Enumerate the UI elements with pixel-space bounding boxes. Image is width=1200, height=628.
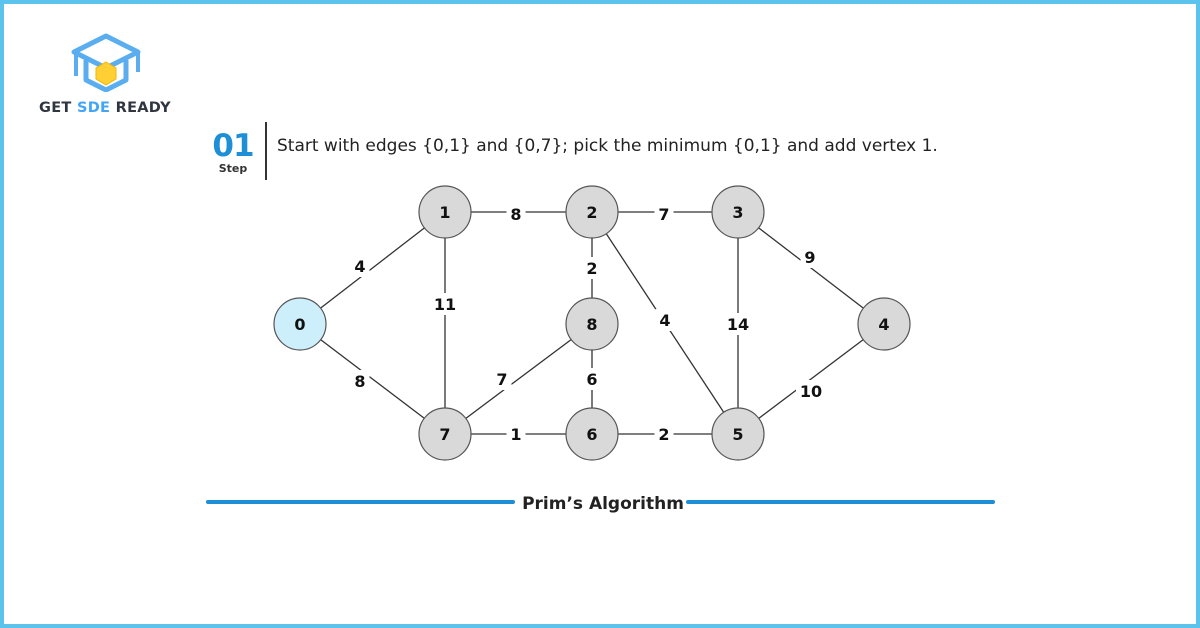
edge-7-8: [444, 323, 593, 435]
edge-weight-7-8: 7: [496, 370, 507, 389]
node-0: [273, 297, 327, 351]
edge-label-bg-1-2: [506, 203, 526, 225]
edge-label-bg-2-5: [655, 309, 675, 331]
edge-label-bg-0-7: [350, 370, 370, 392]
node-7: [418, 407, 472, 461]
node-2: [565, 185, 619, 239]
brand-name-part2: READY: [110, 100, 171, 116]
edge-weight-3-4: 9: [804, 248, 815, 267]
node-label-1: 1: [439, 203, 450, 222]
edge-label-bg-6-8: [582, 368, 602, 390]
edge-weight-2-8: 2: [586, 259, 597, 278]
node-label-6: 6: [586, 425, 597, 444]
graduation-cap-hexagon-icon: [71, 33, 141, 92]
diagram-title: Prim’s Algorithm: [522, 494, 684, 514]
step-badge: 01 Step: [208, 130, 258, 180]
edge-weight-2-3: 7: [658, 205, 669, 224]
edge-weight-5-6: 2: [658, 425, 669, 444]
graph-diagram: 4 8 8 11 7 2 4 9 14 10 2 1 6 7 0 1 2 3 4 5 6 7 8: [273, 185, 911, 461]
brand-logo: GET SDE READY: [36, 32, 186, 120]
edge-0-7: [299, 323, 446, 435]
edge-weight-2-5: 4: [659, 311, 670, 330]
edge-weight-6-7: 1: [510, 425, 521, 444]
edge-label-bg-3-4: [800, 246, 820, 268]
step-number: 01: [212, 128, 254, 164]
brand-name-accent: SDE: [76, 100, 111, 116]
edge-label-bg-1-7: [430, 293, 460, 315]
edge-4-5: [737, 323, 885, 435]
edge-label-bg-0-1: [350, 255, 370, 277]
edge-weight-4-5: 10: [800, 382, 822, 401]
edge-label-bg-2-8: [582, 257, 602, 279]
node-3: [711, 185, 765, 239]
edge-label-bg-5-6: [654, 423, 674, 445]
edge-weight-3-5: 14: [727, 315, 749, 334]
edge-weight-0-7: 8: [354, 372, 365, 391]
node-8: [565, 297, 619, 351]
edge-weight-1-2: 8: [510, 205, 521, 224]
edge-label-bg-6-7: [506, 423, 526, 445]
edge-weight-0-1: 4: [354, 257, 365, 276]
brand-name: GET SDE READY: [39, 100, 171, 116]
edge-0-1: [299, 211, 446, 325]
edge-weight-1-7: 11: [434, 295, 456, 314]
edge-label-bg-3-5: [723, 313, 753, 335]
brand-name-part1: GET: [39, 100, 77, 116]
node-1: [418, 185, 472, 239]
step-divider: [265, 122, 267, 180]
node-label-4: 4: [878, 315, 889, 334]
node-5: [711, 407, 765, 461]
step-description: Start with edges {0,1} and {0,7}; pick t…: [277, 136, 938, 156]
edge-weight-6-8: 6: [586, 370, 597, 389]
edge-label-bg-7-8: [492, 368, 512, 390]
node-label-7: 7: [439, 425, 450, 444]
node-4: [857, 297, 911, 351]
edge-label-bg-2-3: [654, 203, 674, 225]
node-label-5: 5: [732, 425, 743, 444]
footer-lines: [206, 500, 995, 504]
node-label-8: 8: [586, 315, 597, 334]
node-label-0: 0: [294, 315, 305, 334]
node-6: [565, 407, 619, 461]
step-word: Step: [218, 162, 248, 175]
node-label-3: 3: [732, 203, 743, 222]
node-label-2: 2: [586, 203, 597, 222]
edge-label-bg-4-5: [796, 380, 826, 402]
